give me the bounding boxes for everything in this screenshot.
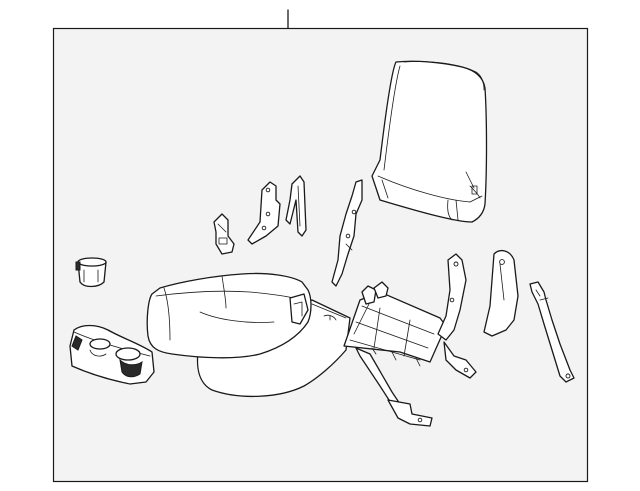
seat-belt-icon — [529, 281, 575, 383]
seat-cushion-icon — [146, 272, 351, 398]
trim-clip-icon — [213, 213, 235, 255]
recliner-arm-icon — [331, 179, 363, 287]
seat-back-icon — [371, 60, 488, 223]
side-shield-icon — [483, 249, 519, 337]
seat-frame-icon — [343, 253, 477, 427]
hinge-cover-icon — [285, 175, 307, 237]
cup-holder-icon — [75, 257, 107, 288]
console-tray-icon — [69, 324, 155, 385]
hinge-bracket-icon — [247, 181, 281, 245]
